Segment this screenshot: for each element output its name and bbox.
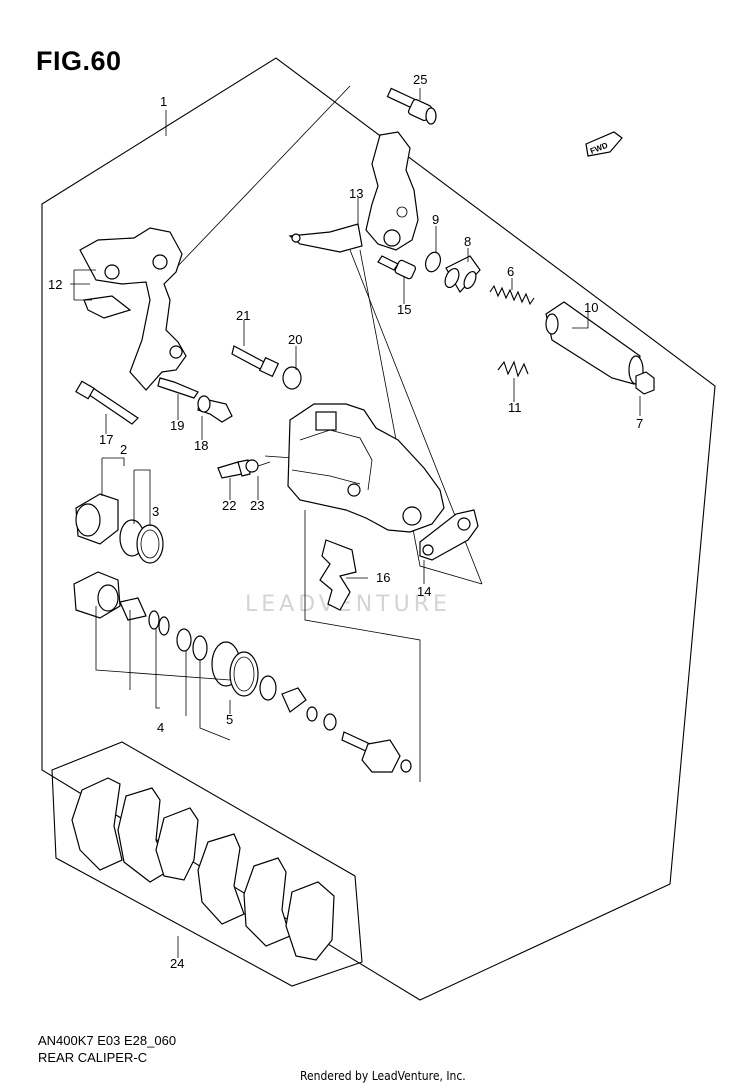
washer-9-drawing <box>424 251 442 273</box>
spring-6-drawing <box>489 284 535 306</box>
pad-spring-16-drawing <box>319 539 357 611</box>
callout-24: 24 <box>170 956 184 971</box>
guide-line <box>304 510 421 782</box>
boot-8-drawing <box>444 255 481 294</box>
callout-12: 12 <box>48 277 62 292</box>
nut-7-drawing <box>635 371 655 395</box>
seal-5-drawing <box>211 641 277 701</box>
callout-4: 4 <box>157 720 164 735</box>
pin-21-drawing <box>231 345 280 378</box>
caliper-body-drawing <box>287 403 445 533</box>
callout-19: 19 <box>170 418 184 433</box>
forward-direction-arrow: FWD <box>585 131 623 157</box>
callout-15: 15 <box>397 302 411 317</box>
callout-25: 25 <box>413 72 427 87</box>
model-code: AN400K7 E03 E28_060 <box>38 1033 177 1048</box>
callout-6: 6 <box>507 264 514 279</box>
callout-8: 8 <box>464 234 471 249</box>
brake-pads-24-drawing <box>71 777 335 961</box>
bolt-25-drawing <box>386 87 437 125</box>
spring-11-drawing <box>497 360 529 378</box>
callout-3: 3 <box>152 504 159 519</box>
pin-17-drawing <box>75 380 139 425</box>
section-name: REAR CALIPER-C <box>38 1050 148 1065</box>
callout-10: 10 <box>584 300 598 315</box>
callout-14: 14 <box>417 584 431 599</box>
render-credit: Rendered by LeadVenture, Inc. <box>300 1069 466 1083</box>
callout-13: 13 <box>349 186 363 201</box>
figure-title: FIG.60 <box>36 46 122 76</box>
piston-4-drawing <box>73 571 208 661</box>
adjuster-chain-drawing <box>281 687 412 773</box>
pad-set-boundary <box>51 741 363 987</box>
guide-line <box>359 249 483 585</box>
callout-18: 18 <box>194 438 208 453</box>
bracket-13-drawing <box>288 131 419 253</box>
callout-9: 9 <box>432 212 439 227</box>
guide-line <box>175 85 351 269</box>
callout-17: 17 <box>99 432 113 447</box>
callout-7: 7 <box>636 416 643 431</box>
boot-20-drawing <box>282 366 302 390</box>
callout-11: 11 <box>508 400 522 415</box>
bolt-15-drawing <box>377 255 417 280</box>
pin-18-drawing <box>197 395 233 423</box>
callout-20: 20 <box>288 332 302 347</box>
assembly-boundary <box>41 57 716 1001</box>
seal-3-drawing <box>119 519 164 564</box>
callout-1: 1 <box>160 94 167 109</box>
callout-16: 16 <box>376 570 390 585</box>
bracket-12-drawing <box>79 227 187 391</box>
pin-19-drawing <box>157 377 199 399</box>
plate-14-drawing <box>419 509 479 561</box>
piston-2-drawing <box>75 493 119 545</box>
bleeder-22-drawing <box>217 459 251 479</box>
cap-23-drawing <box>245 459 271 473</box>
callout-5: 5 <box>226 712 233 727</box>
callout-23: 23 <box>250 498 264 513</box>
callout-22: 22 <box>222 498 236 513</box>
leader-lines <box>70 88 641 958</box>
callout-21: 21 <box>236 308 250 323</box>
callout-2: 2 <box>120 442 127 457</box>
